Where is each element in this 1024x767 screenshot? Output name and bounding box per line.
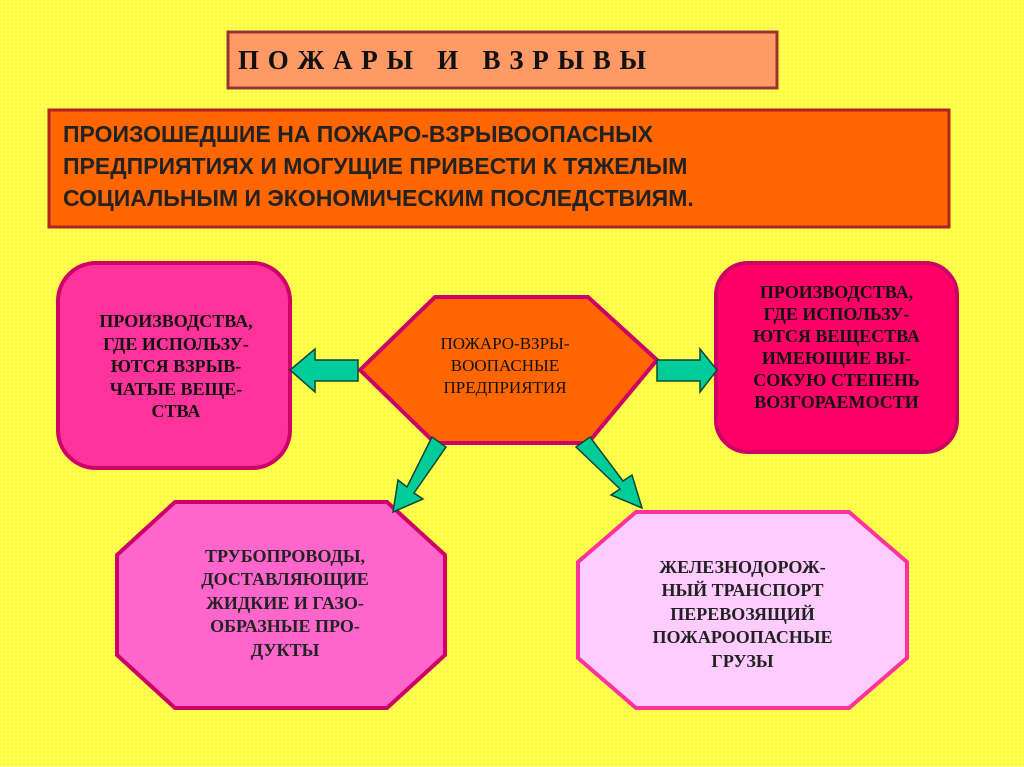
- subtitle-line: СОЦИАЛЬНЫМ И ЭКОНОМИЧЕСКИМ ПОСЛЕДСТВИЯМ.: [63, 185, 694, 212]
- bottom-left-octagon: [115, 500, 447, 710]
- text-line: ВОЗГОРАЕМОСТИ: [754, 391, 919, 412]
- text-line: ПРОИЗВОДСТВА,: [759, 282, 914, 302]
- arrow-down-right: [574, 435, 644, 510]
- text-line: ГДЕ ИСПОЛЬЗУ-: [763, 303, 910, 324]
- right-box: [714, 261, 959, 454]
- subtitle-text: ПРОИЗОШЕДШИЕ НА ПОЖАРО-ВЗРЫВООПАСНЫХ ПРЕ…: [49, 110, 949, 227]
- text-line: ПРЕДПРИЯТИЯ: [443, 378, 567, 398]
- arrow-left: [288, 347, 359, 394]
- text-line: ТРУБОПРОВОДЫ,: [204, 546, 366, 566]
- text-line: ДУКТЫ: [250, 639, 320, 660]
- left-box: [56, 261, 292, 470]
- text-line: ДОСТАВЛЯЮЩИЕ: [201, 569, 369, 590]
- center-text: ПОЖАРО-ВЗРЫ- ВООПАСНЫЕ ПРЕДПРИЯТИЯ: [405, 333, 605, 399]
- text-line: ГРУЗЫ: [711, 650, 774, 671]
- text-line: СОКУЮ СТЕПЕНЬ: [753, 369, 920, 390]
- subtitle-line: ПРОИЗОШЕДШИЕ НА ПОЖАРО-ВЗРЫВООПАСНЫХ: [63, 121, 653, 147]
- text-line: ИМЕЮЩИЕ ВЫ-: [761, 347, 912, 368]
- left-box-text: ПРОИЗВОДСТВА, ГДЕ ИСПОЛЬЗУ- ЮТСЯ ВЗРЫВ- …: [60, 310, 292, 423]
- subtitle-line: ПРЕДПРИЯТИЯХ И МОГУЩИЕ ПРИВЕСТИ К ТЯЖЕЛЫ…: [63, 153, 688, 180]
- text-line: ГДЕ ИСПОЛЬЗУ-: [103, 333, 249, 354]
- text-line: НЫЙ ТРАНСПОРТ: [661, 580, 824, 601]
- text-line: ЖЕЛЕЗНОДОРОЖ-: [659, 557, 826, 577]
- text-line: ПОЖАРООПАСНЫЕ: [652, 627, 833, 648]
- text-line: ОБРАЗНЫЕ ПРО-: [210, 616, 360, 637]
- text-line: ЧАТЫЕ ВЕЩЕ-: [109, 378, 243, 399]
- text-line: СТВА: [151, 401, 201, 421]
- arrow-right: [656, 346, 718, 395]
- text-line: ПРОИЗВОДСТВА,: [99, 311, 253, 331]
- bottom-right-octagon: [576, 510, 909, 710]
- bottom-right-text: ЖЕЛЕЗНОДОРОЖ- НЫЙ ТРАНСПОРТ ПЕРЕВОЗЯЩИЙ …: [578, 556, 907, 673]
- text-line: ПОЖАРО-ВЗРЫ-: [440, 334, 570, 353]
- page-title: П О Ж А Р Ы И В З Р Ы В Ы: [238, 44, 647, 75]
- text-line: ЖИДКИЕ И ГАЗО-: [206, 592, 364, 613]
- title-box: [226, 30, 779, 90]
- text-line: ЮТСЯ ВЗРЫВ-: [110, 356, 242, 376]
- bottom-left-text: ТРУБОПРОВОДЫ, ДОСТАВЛЯЮЩИЕ ЖИДКИЕ И ГАЗО…: [125, 545, 445, 662]
- text-line: ЮТСЯ ВЕЩЕСТВА: [753, 325, 920, 346]
- right-box-text: ПРОИЗВОДСТВА, ГДЕ ИСПОЛЬЗУ- ЮТСЯ ВЕЩЕСТВ…: [716, 282, 957, 414]
- text-line: ВООПАСНЫЕ: [450, 356, 560, 376]
- text-line: ПЕРЕВОЗЯЩИЙ: [670, 603, 815, 624]
- subtitle-box: [47, 108, 951, 229]
- arrow-down-left: [392, 435, 448, 514]
